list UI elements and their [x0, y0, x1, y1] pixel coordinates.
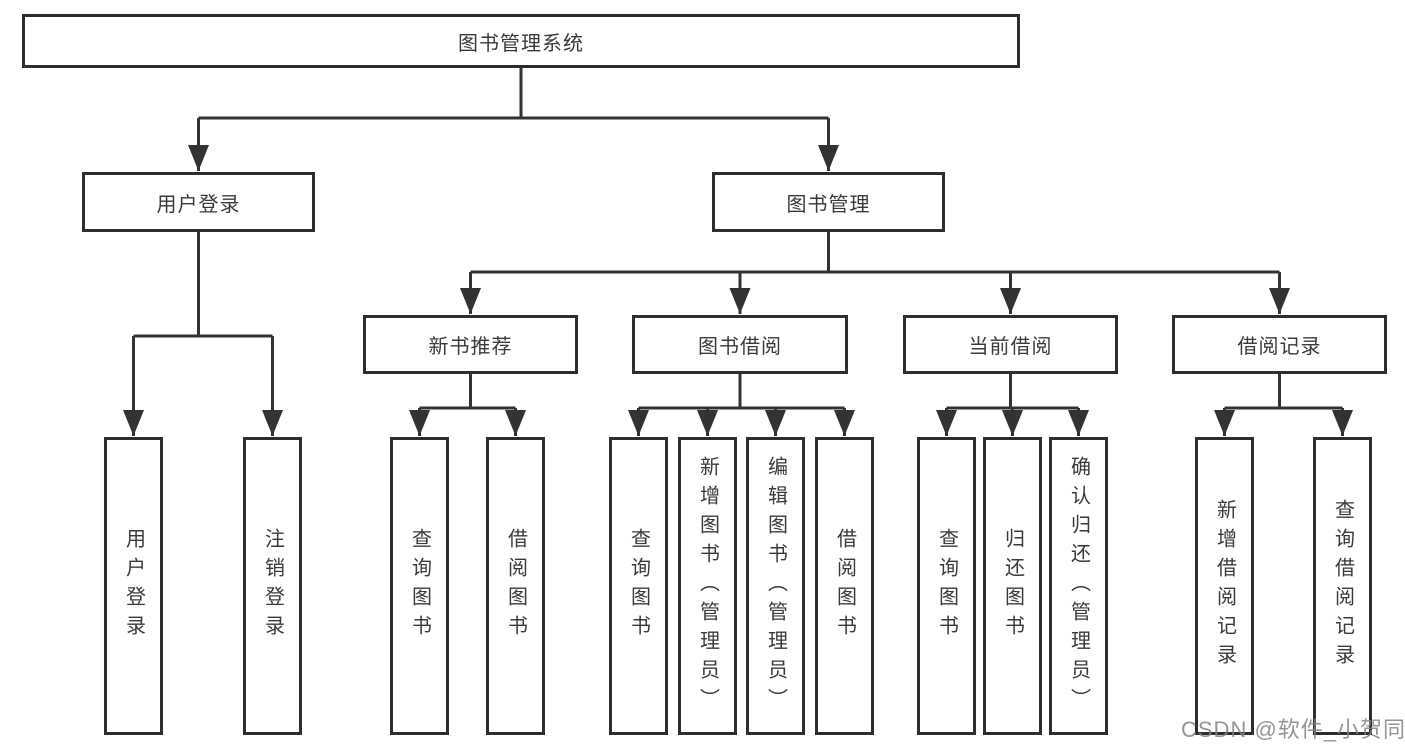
- leaf-cur-query-book-label: 查询图书: [935, 528, 958, 644]
- leaf-cur-return-book-label: 归还图书: [1001, 528, 1024, 644]
- node-book-borrow-label: 图书借阅: [698, 336, 782, 358]
- leaf-rec-query-book: 查询图书: [390, 437, 449, 735]
- leaf-record-query: 查询借阅记录: [1313, 437, 1372, 735]
- csdn-watermark: CSDN @软件_小贺同学: [1181, 717, 1405, 742]
- node-current-borrow-label: 当前借阅: [968, 336, 1053, 358]
- leaf-borrow-query-book-label: 查询图书: [627, 528, 650, 644]
- leaf-rec-query-book-label: 查询图书: [408, 528, 431, 644]
- node-book-borrow: 图书借阅: [632, 315, 848, 374]
- leaf-rec-borrow-book: 借阅图书: [486, 437, 545, 735]
- leaf-borrow-borrow-book: 借阅图书: [815, 437, 874, 735]
- node-new-book-recommend: 新书推荐: [363, 315, 578, 374]
- leaf-rec-borrow-book-label: 借阅图书: [504, 528, 527, 644]
- leaf-cur-return-book: 归还图书: [983, 437, 1042, 735]
- leaf-borrow-query-book: 查询图书: [609, 437, 668, 735]
- leaf-user-login-label: 用户登录: [122, 528, 145, 644]
- leaf-borrow-edit-book: 编辑图书（管理员）: [746, 437, 805, 735]
- leaf-cur-confirm-return: 确认归还（管理员）: [1049, 437, 1108, 735]
- node-root: 图书管理系统: [22, 14, 1020, 68]
- leaf-record-add: 新增借阅记录: [1195, 437, 1254, 735]
- leaf-cur-query-book: 查询图书: [917, 437, 976, 735]
- leaf-borrow-add-book: 新增图书（管理员）: [678, 437, 737, 735]
- leaf-cur-confirm-return-label: 确认归还（管理员）: [1067, 455, 1090, 717]
- leaf-borrow-edit-book-label: 编辑图书（管理员）: [764, 455, 787, 717]
- node-borrow-record: 借阅记录: [1172, 315, 1387, 374]
- node-root-label: 图书管理系统: [458, 32, 584, 55]
- node-borrow-record-label: 借阅记录: [1237, 336, 1322, 358]
- leaf-borrow-add-book-label: 新增图书（管理员）: [696, 455, 719, 717]
- node-user-login: 用户登录: [82, 172, 315, 232]
- leaf-borrow-borrow-book-label: 借阅图书: [833, 528, 856, 644]
- node-book-management: 图书管理: [712, 172, 945, 232]
- leaf-logout: 注销登录: [243, 437, 302, 735]
- node-user-login-label: 用户登录: [156, 193, 241, 216]
- leaf-user-login: 用户登录: [104, 437, 163, 735]
- node-current-borrow: 当前借阅: [903, 315, 1118, 374]
- leaf-logout-label: 注销登录: [261, 528, 284, 644]
- leaf-record-add-label: 新增借阅记录: [1213, 499, 1236, 673]
- node-book-management-label: 图书管理: [786, 193, 871, 216]
- leaf-record-query-label: 查询借阅记录: [1331, 499, 1354, 673]
- node-new-book-recommend-label: 新书推荐: [428, 336, 513, 358]
